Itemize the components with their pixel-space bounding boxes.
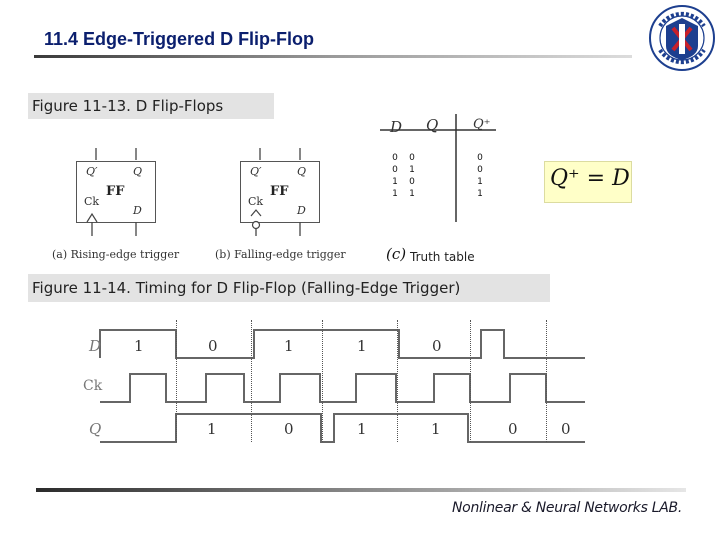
d-value-label: 1 <box>134 337 144 355</box>
q-value-label: 1 <box>207 420 217 438</box>
truth-table-cell: 1 <box>409 165 415 175</box>
q-value-label: 0 <box>508 420 518 438</box>
university-logo <box>649 5 715 71</box>
truth-table-cell: 0 <box>409 177 415 187</box>
d-value-label: 1 <box>284 337 294 355</box>
rising-edge-caption: (a) Rising-edge trigger <box>52 248 180 261</box>
characteristic-equation-box <box>544 161 632 203</box>
d-value-label: 0 <box>432 337 442 355</box>
edge-marker-line <box>176 320 177 442</box>
truth-table-caption: Truth table <box>410 250 475 264</box>
falling-ff-wires <box>250 148 301 236</box>
truth-table-cell: 0 <box>392 153 398 163</box>
falling-d-label: D <box>297 204 306 217</box>
d-value-label: 1 <box>357 337 367 355</box>
rising-ff-label: FF <box>106 184 125 199</box>
slide-title: 11.4 Edge-Triggered D Flip-Flop <box>44 29 315 49</box>
footer-divider <box>36 488 686 492</box>
falling-edge-caption: (b) Falling-edge trigger <box>215 248 346 261</box>
d-waveform <box>99 329 585 359</box>
rising-edge-ff-block <box>76 161 156 223</box>
figure-11-14-caption: Figure 11-14. Timing for D Flip-Flop (Fa… <box>28 274 550 302</box>
title-divider <box>34 55 632 58</box>
footer-lab-name: Nonlinear & Neural Networks LAB. <box>452 500 682 516</box>
ck-waveform <box>100 373 585 403</box>
truth-table-header-d: D <box>390 118 403 136</box>
q-value-label: 0 <box>561 420 571 438</box>
falling-ck-label: Ck <box>248 195 264 208</box>
rising-ck-label: Ck <box>84 195 100 208</box>
falling-ff-label: FF <box>270 184 289 199</box>
timing-diagram <box>99 329 585 443</box>
edge-marker-line <box>470 320 471 442</box>
edge-marker-line <box>251 320 252 442</box>
q-value-label: 1 <box>357 420 367 438</box>
rising-q-prime-label: Q′ <box>86 165 98 178</box>
characteristic-equation: Q⁺ = D <box>550 166 630 191</box>
truth-table-cell: 1 <box>409 189 415 199</box>
edge-marker-line <box>546 320 547 442</box>
rising-ff-wires <box>86 148 137 236</box>
truth-table-grid <box>380 114 496 222</box>
q-value-label: 1 <box>431 420 441 438</box>
falling-q-prime-label: Q′ <box>250 165 262 178</box>
truth-table-header-q-plus: Q⁺ <box>473 117 491 132</box>
edge-marker-line <box>397 320 398 442</box>
falling-q-label: Q <box>297 165 307 178</box>
truth-table-cell: 0 <box>392 165 398 175</box>
truth-table-cell: 1 <box>477 177 483 187</box>
rising-d-label: D <box>133 204 142 217</box>
truth-table-cell: 1 <box>392 177 398 187</box>
d-value-label: 0 <box>208 337 218 355</box>
truth-table-cell: 1 <box>477 189 483 199</box>
q-value-label: 0 <box>284 420 294 438</box>
truth-table-cell: 0 <box>409 153 415 163</box>
rising-q-label: Q <box>133 165 143 178</box>
edge-marker-line <box>322 320 323 442</box>
figure-11-13-caption: Figure 11-13. D Flip-Flops <box>28 93 274 119</box>
signal-label-ck: Ck <box>83 378 103 394</box>
truth-table-cell: 0 <box>477 153 483 163</box>
truth-table-cell: 1 <box>392 189 398 199</box>
truth-table-cell: 0 <box>477 165 483 175</box>
truth-table-caption-letter: (c) <box>386 245 407 263</box>
signal-label-q: Q <box>89 420 102 438</box>
signal-label-d: D <box>89 337 102 355</box>
